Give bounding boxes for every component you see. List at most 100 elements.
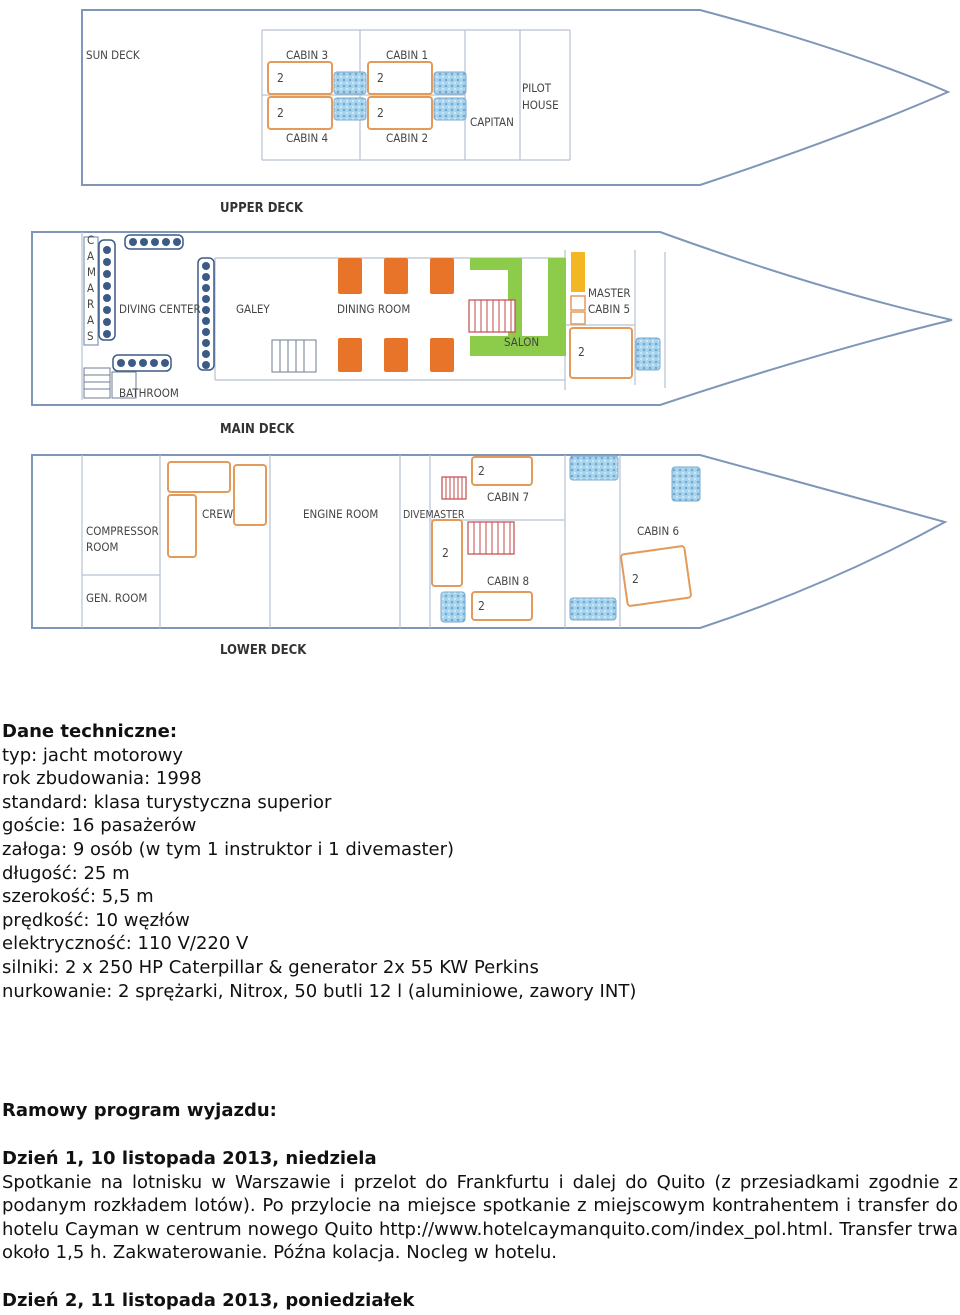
spec-line: typ: jacht motorowy — [2, 744, 184, 766]
spec-line: standard: klasa turystyczna superior — [2, 791, 332, 813]
engine-room-label: ENGINE ROOM — [303, 507, 378, 521]
compressor-room-label: COMPRESSOR — [86, 524, 159, 538]
camaras-letter: S — [87, 329, 94, 343]
day-1-heading: Dzień 1, 10 listopada 2013, niedziela — [2, 1148, 377, 1169]
dining-seat — [430, 258, 454, 294]
bathroom-icon — [671, 466, 701, 502]
dining-seat — [338, 258, 362, 294]
main-deck: C A M A R A S DIVING CENTER GALEY DINING… — [31, 231, 953, 437]
bed-count: 2 — [277, 71, 284, 85]
galey-label: GALEY — [236, 302, 270, 316]
bed-count: 2 — [478, 464, 485, 478]
bed — [367, 61, 433, 95]
spec-line: silniki: 2 x 250 HP Caterpillar & genera… — [2, 956, 539, 978]
spec-line: rok zbudowania: 1998 — [2, 768, 202, 790]
upper-deck-hull — [81, 9, 951, 186]
cabin-8-label: CABIN 8 — [487, 574, 529, 588]
spec-line: nurkowanie: 2 sprężarki, Nitrox, 50 butl… — [2, 980, 637, 1002]
bed-count: 2 — [377, 71, 384, 85]
bed — [267, 61, 333, 95]
sun-deck-label: SUN DECK — [86, 48, 140, 62]
bathroom-icon — [635, 337, 661, 371]
specs-heading: Dane techniczne: — [2, 721, 178, 742]
salon-table — [468, 299, 516, 333]
divemaster-label: DIVEMASTER — [403, 509, 465, 521]
camaras-letter: C — [87, 233, 94, 247]
bathroom-label: BATHROOM — [119, 386, 179, 400]
spec-line: załoga: 9 osób (w tym 1 instruktor i 1 d… — [2, 838, 454, 860]
bed-count: 2 — [578, 345, 585, 359]
cabin-2-label: CABIN 2 — [386, 131, 428, 145]
spec-line: prędkość: 10 węzłów — [2, 909, 190, 931]
spec-line: szerokość: 5,5 m — [2, 886, 154, 908]
cabin-1-label: CABIN 1 — [386, 48, 428, 62]
bed — [431, 519, 463, 587]
bed — [471, 591, 533, 621]
day-1-section: Dzień 1, 10 listopada 2013, niedziela Sp… — [2, 1147, 958, 1265]
pilot-house-label: HOUSE — [522, 98, 559, 112]
cabin-7-label: CABIN 7 — [487, 490, 529, 504]
day-2-heading: Dzień 2, 11 listopada 2013, poniedziałek — [2, 1290, 415, 1311]
camaras-letter: A — [87, 249, 94, 263]
dining-seat — [338, 338, 362, 372]
tank-rack — [124, 234, 184, 250]
bathroom-icon — [569, 597, 617, 621]
camaras-letter: M — [87, 265, 96, 279]
spec-line: goście: 16 pasażerów — [2, 815, 197, 837]
yacht-deck-plan: SUN DECK CABIN 3 CABIN 1 CABIN 4 CABIN 2… — [31, 9, 953, 658]
diving-center-label: DIVING CENTER — [119, 302, 201, 316]
lower-deck: COMPRESSOR ROOM GEN. ROOM CREW ENGINE RO… — [31, 454, 948, 658]
dining-seat — [430, 338, 454, 372]
dining-seat — [384, 338, 408, 372]
cabin-3-label: CABIN 3 — [286, 48, 328, 62]
lower-deck-hull — [31, 454, 948, 629]
tank-rack — [197, 257, 215, 371]
bathroom-icon — [433, 71, 467, 95]
upper-deck: SUN DECK CABIN 3 CABIN 1 CABIN 4 CABIN 2… — [81, 9, 951, 216]
main-deck-title: MAIN DECK — [220, 422, 295, 437]
main-deck-hull — [31, 231, 953, 406]
pilot-house-label: PILOT — [522, 81, 552, 95]
camaras-letter: A — [87, 313, 94, 327]
bathroom-icon — [333, 71, 367, 95]
bed — [620, 545, 692, 607]
bathroom-icon — [333, 97, 367, 121]
bed-count: 2 — [632, 572, 639, 586]
bed — [233, 464, 267, 526]
crew-label: CREW — [202, 507, 233, 521]
bed-count: 2 — [277, 106, 284, 120]
salon-label: SALON — [504, 335, 539, 349]
bathroom-icon — [569, 455, 619, 481]
bed — [167, 461, 231, 493]
master-cabin-label: CABIN 5 — [588, 302, 630, 316]
bed — [267, 96, 333, 130]
upper-deck-title: UPPER DECK — [220, 201, 304, 216]
bed-count: 2 — [377, 106, 384, 120]
compressor-room-label: ROOM — [86, 540, 118, 554]
cabin-4-label: CABIN 4 — [286, 131, 328, 145]
lower-deck-title: LOWER DECK — [220, 643, 307, 658]
bed — [167, 494, 197, 558]
bathroom-icon — [440, 591, 466, 623]
dining-room-label: DINING ROOM — [337, 302, 410, 316]
spec-line: długość: 25 m — [2, 862, 130, 884]
dining-seat — [384, 258, 408, 294]
bed — [471, 456, 533, 486]
technical-specs: Dane techniczne: typ: jacht motorowy rok… — [2, 720, 952, 1003]
camaras-letter: R — [87, 297, 94, 311]
cabin-6-label: CABIN 6 — [637, 524, 679, 538]
bed — [569, 327, 633, 379]
bed — [367, 96, 433, 130]
program-heading: Ramowy program wyjazdu: — [2, 1100, 277, 1121]
camaras-letter: A — [87, 281, 94, 295]
tank-rack — [112, 354, 172, 372]
day-1-text: Spotkanie na lotnisku w Warszawie i prze… — [2, 1171, 958, 1264]
bed-count: 2 — [478, 599, 485, 613]
bed-count: 2 — [442, 546, 449, 560]
gen-room-label: GEN. ROOM — [86, 591, 147, 605]
bathroom-icon — [433, 97, 467, 121]
master-cabin-label: MASTER — [588, 286, 631, 300]
spec-line: elektryczność: 110 V/220 V — [2, 933, 249, 955]
tank-rack — [98, 239, 116, 341]
capitan-label: CAPITAN — [470, 115, 514, 129]
